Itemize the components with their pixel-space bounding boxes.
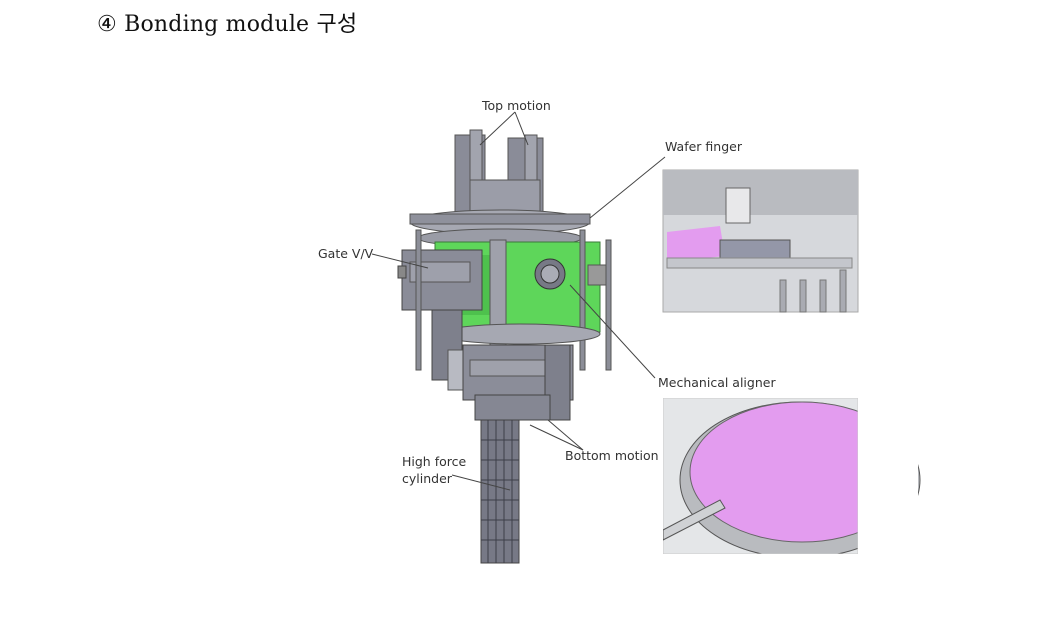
- wafer-finger-inset: [662, 169, 859, 313]
- label-gate-vv: Gate V/V: [318, 246, 374, 261]
- label-wafer-finger: Wafer finger: [665, 139, 743, 154]
- label-bottom-motion: Bottom motion: [565, 448, 659, 463]
- label-cylinder: cylinder: [402, 471, 453, 486]
- bonding-module-drawing: [397, 129, 612, 564]
- label-mechanical-aligner: Mechanical aligner: [658, 375, 776, 390]
- section-heading: ④ Bonding module 구성: [97, 12, 358, 37]
- label-top-motion: Top motion: [481, 98, 551, 113]
- label-high-force: High force: [402, 454, 466, 469]
- leader-lines: [371, 111, 666, 491]
